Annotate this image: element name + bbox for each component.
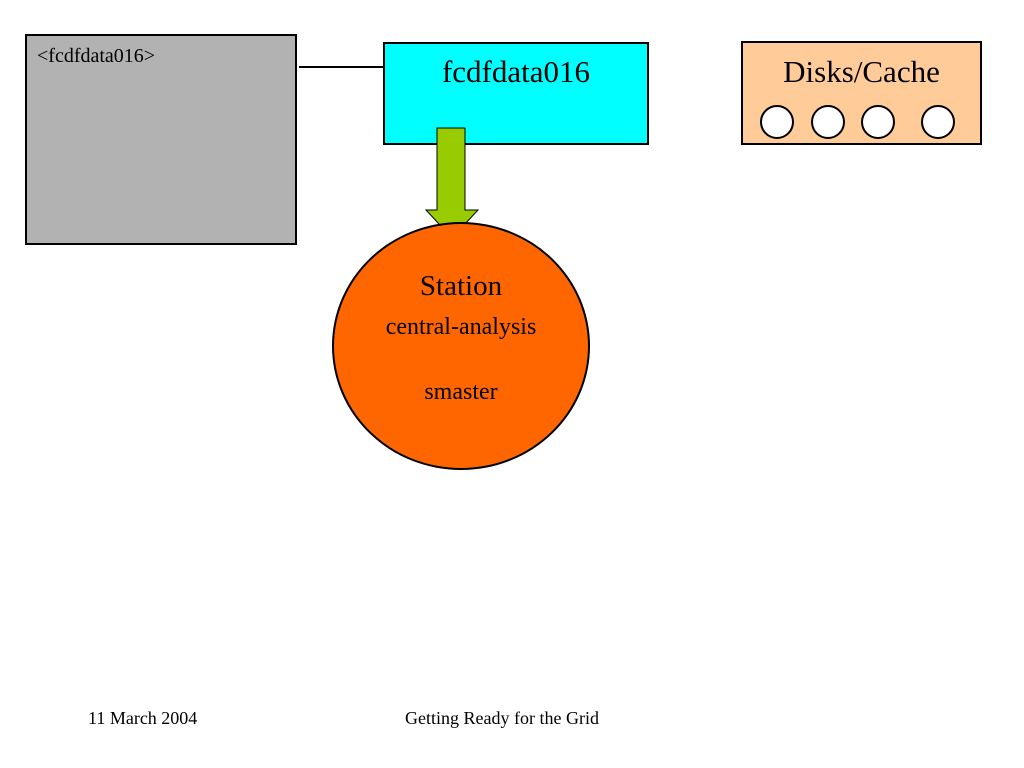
disk-icon <box>811 105 845 139</box>
disks-cache-label: Disks/Cache <box>783 54 940 89</box>
station-title: Station <box>419 270 503 302</box>
footer-date: 11 March 2004 <box>88 708 198 728</box>
disk-icon <box>861 105 895 139</box>
disk-icon <box>921 105 955 139</box>
disk-icon <box>760 105 794 139</box>
connector-line <box>299 66 383 68</box>
host-placeholder-label: <fcdfdata016> <box>37 45 156 67</box>
station-circle: Station central-analysis smaster <box>332 222 590 470</box>
station-name: central-analysis <box>385 314 537 340</box>
node-box: fcdfdata016 <box>383 42 649 145</box>
host-placeholder-box: <fcdfdata016> <box>25 34 297 245</box>
disks-cache-box: Disks/Cache <box>741 41 982 145</box>
node-box-label: fcdfdata016 <box>441 54 591 89</box>
footer-title: Getting Ready for the Grid <box>405 708 599 728</box>
station-role: smaster <box>424 379 498 405</box>
